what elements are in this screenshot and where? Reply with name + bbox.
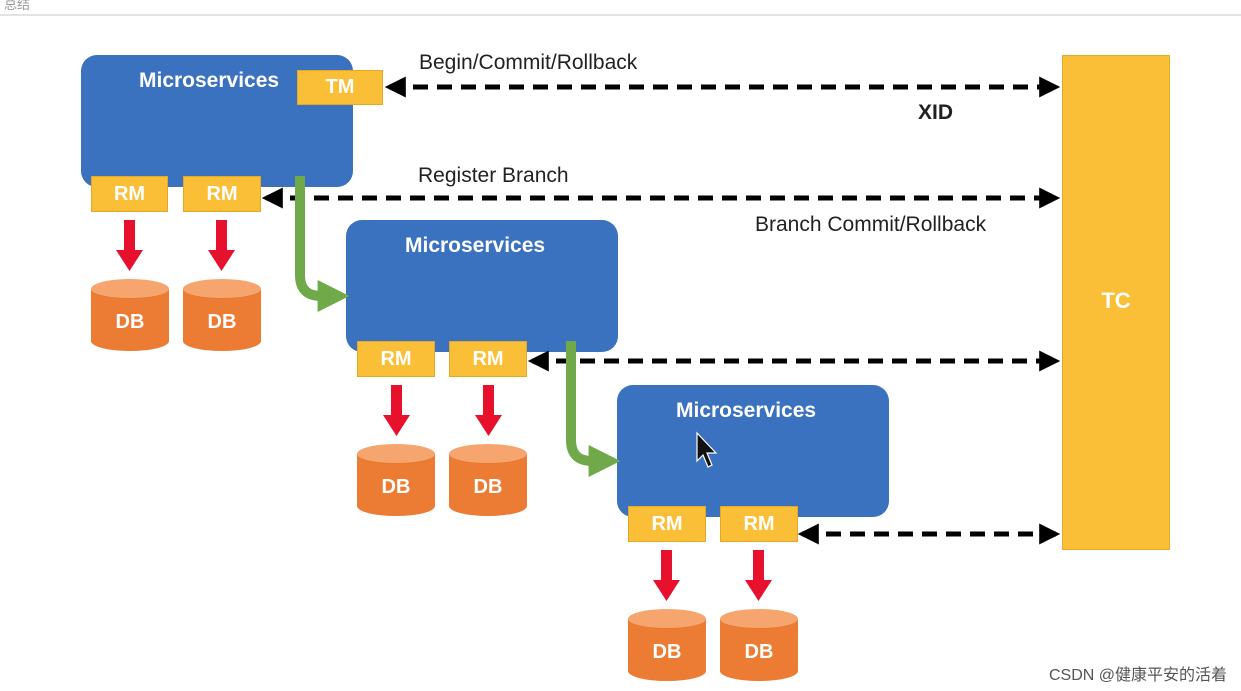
begin-commit-rollback-label: Begin/Commit/Rollback: [419, 51, 638, 74]
db-label: DB: [652, 641, 682, 663]
csdn-watermark: CSDN @健康平安的活着: [1048, 667, 1227, 684]
db-cylinder-2a: DB: [357, 444, 435, 526]
db-cylinder-1a: DB: [91, 279, 169, 361]
db-label: DB: [744, 641, 774, 663]
rm-tag-3b: RM: [720, 506, 798, 542]
db-label: DB: [207, 311, 237, 333]
red-arrow-1b: [208, 220, 235, 271]
microservice-title-2: Microservices: [405, 234, 546, 257]
rm-tag-1b: RM: [183, 176, 261, 212]
green-call-arrow-2: [566, 341, 621, 478]
db-label: DB: [115, 311, 145, 333]
top-bar-title: 总结: [4, 0, 31, 12]
db-cylinder-2b: DB: [449, 444, 527, 526]
green-call-arrow-1: [295, 176, 350, 313]
tm-tag: TM: [297, 70, 383, 105]
rm-tag-2b: RM: [449, 341, 527, 377]
db-cylinder-3a: DB: [628, 609, 706, 691]
microservice-box-3: Microservices: [617, 385, 889, 517]
cursor-arrow-icon: [696, 431, 718, 468]
rm-tag-2a: RM: [357, 341, 435, 377]
db-label: DB: [381, 476, 411, 498]
branch-commit-rollback-label: Branch Commit/Rollback: [755, 213, 987, 236]
red-arrow-2a: [383, 385, 410, 436]
microservice-title-3: Microservices: [676, 399, 817, 422]
tc-label: TC: [1101, 288, 1131, 313]
db-cylinder-1b: DB: [183, 279, 261, 361]
tc-coordinator: TC: [1062, 55, 1170, 550]
register-branch-label: Register Branch: [418, 164, 569, 187]
db-label: DB: [473, 476, 503, 498]
db-cylinder-3b: DB: [720, 609, 798, 691]
microservice-title-1: Microservices: [139, 69, 280, 92]
rm-tag-1a: RM: [91, 176, 168, 212]
red-arrow-3a: [653, 550, 680, 601]
red-arrow-1a: [116, 220, 143, 271]
xid-label: XID: [918, 101, 954, 124]
microservice-box-2: Microservices: [346, 220, 618, 352]
red-arrow-3b: [745, 550, 772, 601]
top-bar: 总结: [0, 0, 1241, 16]
red-arrow-2b: [475, 385, 502, 436]
rm-tag-3a: RM: [628, 506, 706, 542]
